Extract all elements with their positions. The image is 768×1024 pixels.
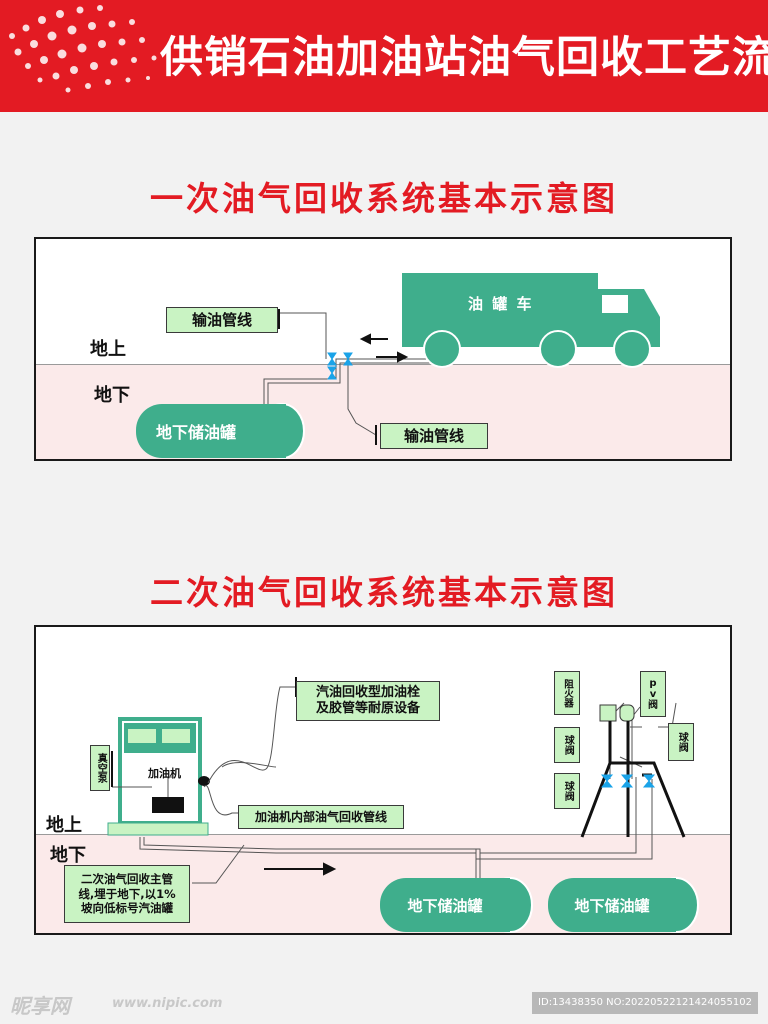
- underground-storage-tank-1: 地下储油罐: [380, 878, 510, 932]
- watermark-site: www.nipic.com: [112, 996, 223, 1011]
- underground-storage-tank: 地下储油罐: [136, 404, 286, 458]
- ball-valve-label-left: 球阀: [554, 727, 580, 763]
- pipeline-label-bottom: 输油管线: [380, 423, 488, 449]
- tanker-truck-label: 油 罐 车: [468, 295, 534, 313]
- above-ground-label: 地上: [90, 339, 126, 360]
- nozzle-equipment-label: 汽油回收型加油栓 及胶管等耐原设备: [296, 681, 440, 721]
- tanker-truck-drawing: [402, 273, 660, 368]
- header-banner: 供销石油加油站油气回收工艺流程图: [0, 0, 768, 112]
- fuel-dispenser-drawing: [107, 717, 210, 836]
- ball-valve-label-right: 球阀: [668, 723, 694, 761]
- underground-storage-tank-2: 地下储油罐: [548, 878, 676, 932]
- below-ground-label-2: 地下: [50, 845, 86, 866]
- vacuum-pump-label: 真空泵: [90, 745, 110, 791]
- ball-valve-label-left-2: 球阀: [554, 773, 580, 809]
- pv-valve-label: p v 阀: [640, 671, 666, 717]
- primary-recovery-diagram: 油 罐 车 输油管线 输油管线 地上 地下 地下储油罐: [34, 237, 732, 461]
- primary-pipeline-drawing: [259, 273, 660, 459]
- watermark-id: ID:13438350 NO:20220522121424055102: [532, 992, 758, 1014]
- dispenser-label: 加油机: [148, 767, 181, 780]
- section2-title: 二次油气回收系统基本示意图: [150, 573, 618, 612]
- section1-title: 一次油气回收系统基本示意图: [150, 179, 618, 218]
- above-ground-label-2: 地上: [46, 815, 82, 836]
- below-ground-label: 地下: [94, 385, 130, 406]
- main-recovery-pipe-label: 二次油气回收主管 线,埋于地下,以1% 坡向低标号汽油罐: [64, 865, 190, 923]
- page-title: 供销石油加油站油气回收工艺流程图: [160, 33, 768, 83]
- watermark-bar: 昵享网 www.nipic.com ID:13438350 NO:2022052…: [0, 984, 768, 1024]
- flame-arrester-label: 阻火器: [554, 671, 580, 715]
- watermark-brand: 昵享网: [10, 994, 70, 1018]
- dot-pattern-decoration: [9, 5, 157, 93]
- secondary-recovery-diagram: 加油机 真空泵 汽油回收型加油栓 及胶管等耐原设备 加油机内部油气回收管线 地上…: [34, 625, 732, 935]
- pipeline-label-top: 输油管线: [166, 307, 278, 333]
- internal-recovery-pipe-label: 加油机内部油气回收管线: [238, 805, 404, 829]
